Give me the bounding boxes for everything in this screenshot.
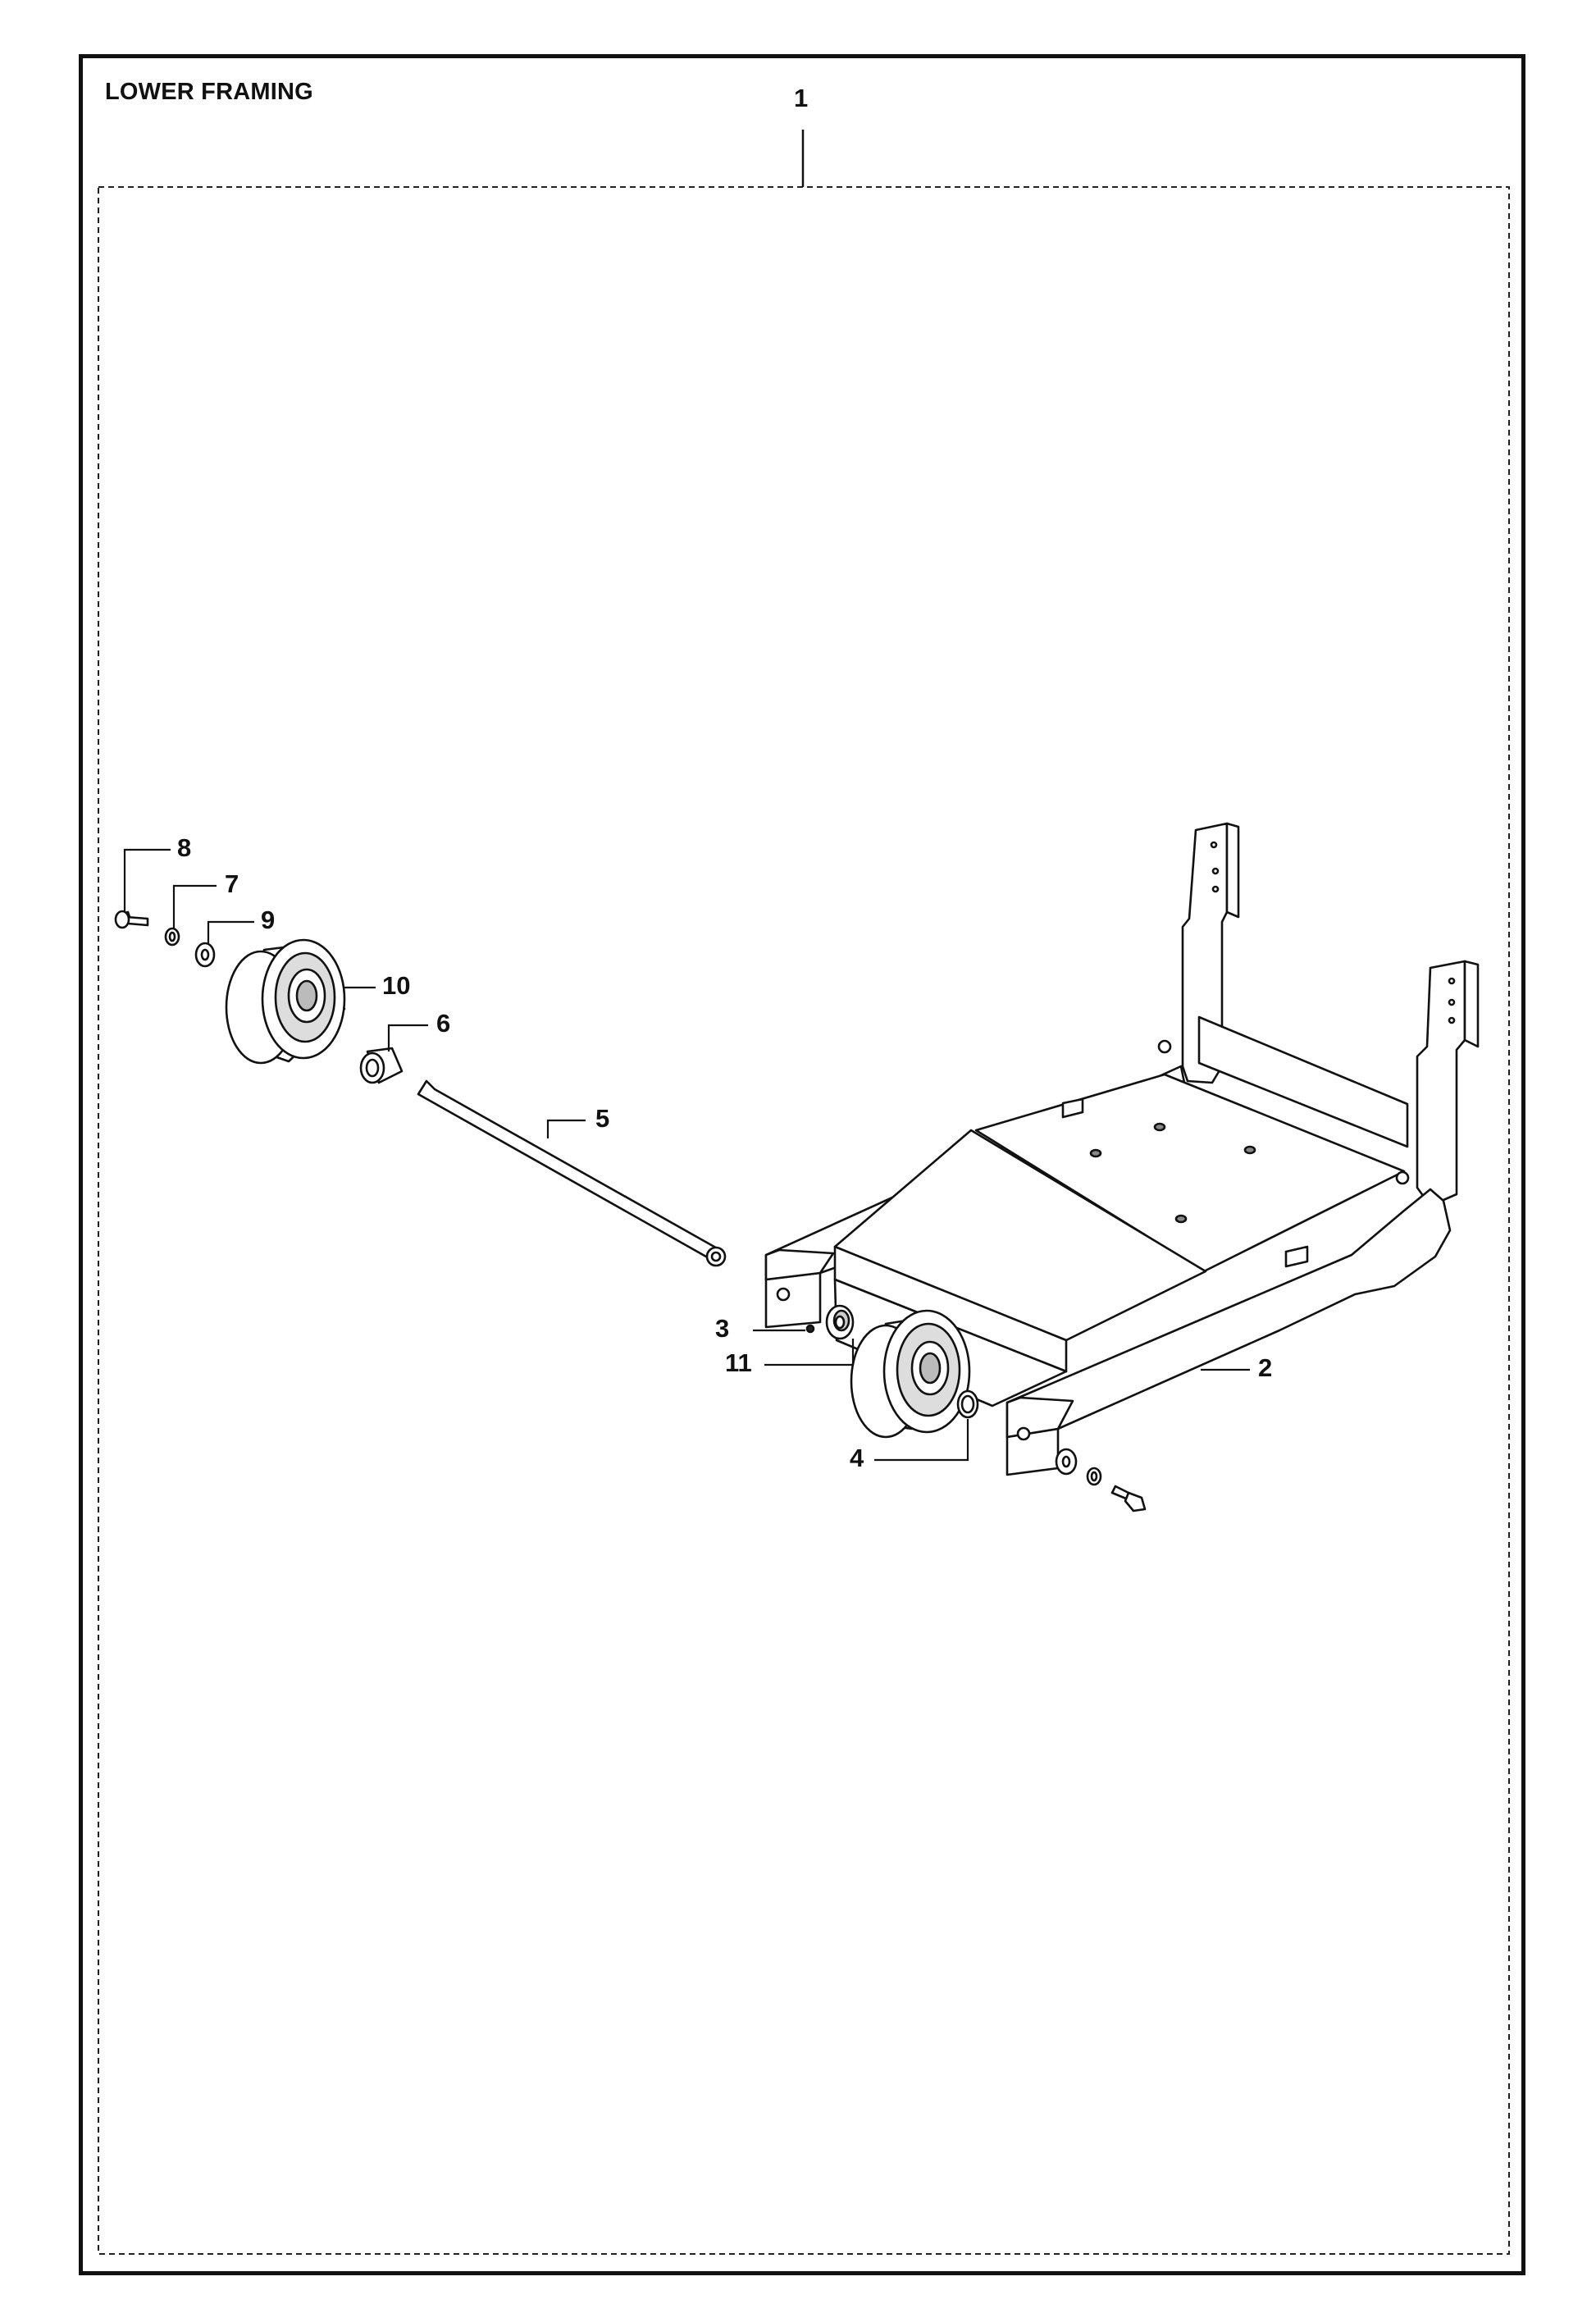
bushing [825,1304,855,1340]
flat-washer-right [1055,1448,1078,1476]
callout-1: 1 [794,84,809,112]
flat-washer-left [194,942,216,968]
bolt-right [1110,1485,1147,1512]
callout-3: 3 [715,1314,730,1343]
callout-5: 5 [595,1104,610,1133]
callout-2: 2 [1258,1353,1273,1382]
frame-holes [776,841,1456,1441]
callout-7: 7 [225,869,239,898]
page-title: LOWER FRAMING [105,79,313,105]
wheel-right [850,1309,971,1439]
spacer [359,1047,404,1084]
axle [417,1079,727,1267]
lock-washer-left [164,927,180,947]
callout-8: 8 [177,833,192,862]
wheel-left [225,938,346,1065]
callout-6: 6 [436,1009,451,1038]
leader-lines [123,848,1250,1462]
callout-10: 10 [382,971,411,1000]
sheet-border [79,54,1525,2275]
bolt-left [114,910,149,929]
callout-11: 11 [725,1348,752,1377]
small-nut [805,1324,815,1334]
assembly-boundary [98,186,1510,2255]
frame [764,822,1480,1476]
callout-9: 9 [261,906,276,934]
washer-right [956,1389,979,1419]
callout-4: 4 [850,1444,864,1472]
lock-washer-right [1086,1467,1102,1486]
